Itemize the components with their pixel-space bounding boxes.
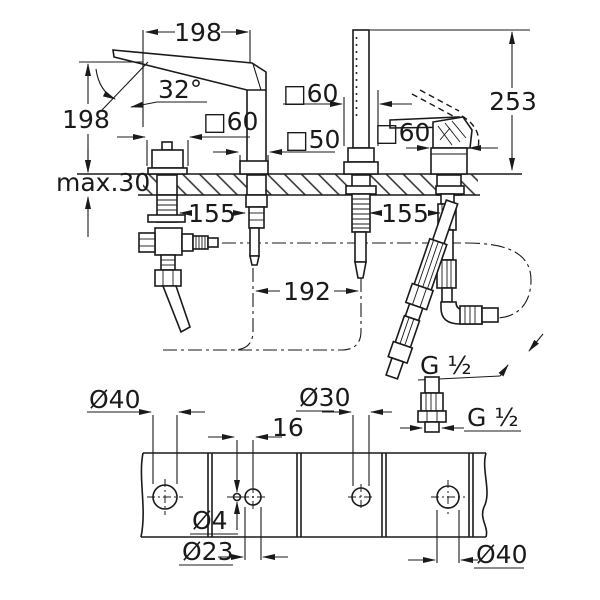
dim-spout-escutcheon: □50 <box>285 125 340 154</box>
hand-shower-grip-dots <box>355 37 358 116</box>
dim-pitch-center: 192 <box>283 277 331 306</box>
plan-view: Ø40 16 Ø4 Ø23 Ø30 <box>87 376 528 569</box>
hand-shower <box>343 29 379 279</box>
dim-hole3-dia: Ø30 <box>299 383 351 412</box>
front-view: 198 32° 198 max.30 □60 □60 <box>56 18 544 381</box>
lever-mixer <box>385 89 499 380</box>
dim-shower-escutcheon: □60 <box>283 79 338 108</box>
dim-spout-angle: 32° <box>158 75 202 104</box>
hose-routing-centerlines <box>163 242 532 351</box>
shower-hose <box>385 199 459 380</box>
front-dimensions: 198 32° 198 max.30 □60 □60 <box>56 18 544 381</box>
dim-lever-escutcheon: □60 <box>375 118 430 147</box>
plan-deck <box>140 452 488 538</box>
side-valve <box>138 141 219 334</box>
deck-section <box>77 173 522 196</box>
dim-hose-thread: G ½ <box>420 351 472 380</box>
dim-spout-reach: 198 <box>174 18 222 47</box>
plan-dividers <box>207 453 474 537</box>
dim-pin-dia: Ø4 <box>192 506 228 535</box>
dim-connector-thread: G ½ <box>467 403 519 432</box>
dim-overall-height: 253 <box>489 87 537 116</box>
dim-hole4-dia: Ø40 <box>476 540 528 569</box>
hose-connector-fitting <box>417 376 447 433</box>
dim-deck-thickness: max.30 <box>56 168 150 197</box>
plan-holes <box>147 479 465 515</box>
dim-spout-height: 198 <box>62 105 110 134</box>
dim-hole2-dia: Ø23 <box>182 537 234 566</box>
dim-pitch-left: 155 <box>188 199 236 228</box>
lever-shading <box>437 120 467 146</box>
dim-hole1-dia: Ø40 <box>89 385 141 414</box>
spout <box>112 49 269 266</box>
dim-valve-escutcheon: □60 <box>203 107 258 136</box>
plan-dimensions: Ø40 16 Ø4 Ø23 Ø30 <box>87 383 528 569</box>
dim-pitch-right: 155 <box>381 199 429 228</box>
dim-pin-offset: 16 <box>272 413 304 442</box>
